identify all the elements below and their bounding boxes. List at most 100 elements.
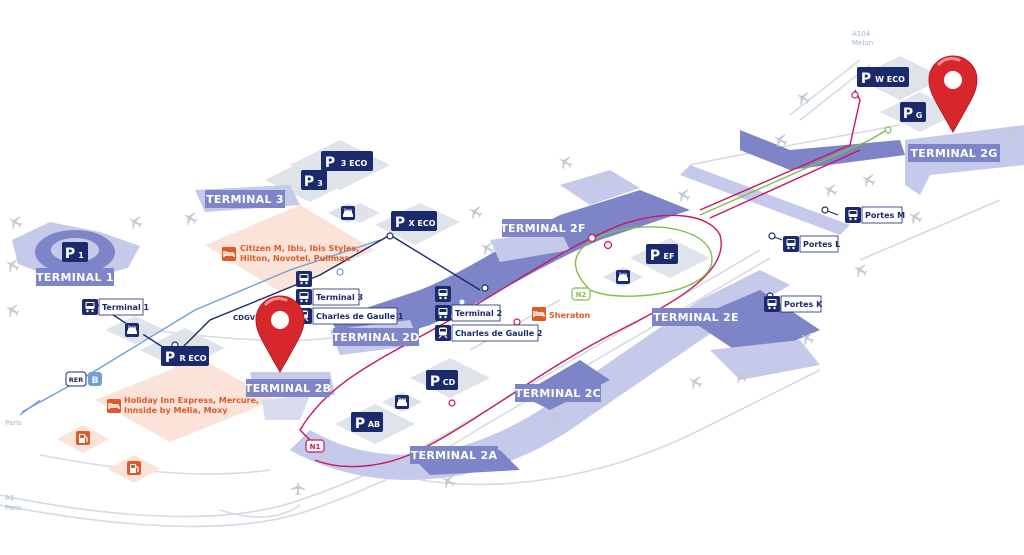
cdgval-line [89,234,481,356]
svg-text:P: P [165,350,175,366]
terminal-labels: TERMINAL 1 TERMINAL 3 TERMINAL 2F TERMIN… [36,144,1000,464]
svg-text:TERMINAL 2B: TERMINAL 2B [245,382,331,395]
hotel-icon [531,306,547,322]
svg-text:Portes L: Portes L [803,240,840,249]
svg-text:1: 1 [78,251,84,260]
stop-labels: Terminal 1 Terminal 3 Charles de Gaulle … [82,206,905,342]
stop-terminal-1: Terminal 1 [82,298,149,316]
svg-text:TERMINAL 2A: TERMINAL 2A [411,449,498,462]
svg-text:P: P [903,106,913,122]
hotel-label-group2: Holiday Inn Express, Mercure, Innside by… [106,396,259,415]
stop-portes-m: Portes M [845,206,905,224]
svg-text:Portes K: Portes K [784,300,823,309]
svg-text:Terminal 2: Terminal 2 [455,309,502,318]
svg-text:P: P [861,71,871,87]
n1-badge: N1 [305,439,325,453]
hotel-label-sheraton: Sheraton [531,306,591,322]
stop-portes-l: Portes L [783,235,840,253]
stop-cdg-1: Charles de Gaulle 1 [295,307,404,325]
hotel-icon [221,246,237,262]
road-label-melun: Melun [852,39,873,47]
stop-terminal-3: Terminal 3 [296,271,363,306]
hotel-label-group1: Citizen M, Ibis, Ibis Styles, Hilton, No… [221,244,359,263]
taxi-label: Taxis [343,208,353,212]
terminal-2g-label: TERMINAL 2G [908,144,1000,162]
rer-line [21,239,381,413]
taxi-label: Taxis [127,325,137,329]
road-label-a104: A104 [852,30,871,38]
svg-text:N1: N1 [310,443,321,451]
stop-portes-k: Portes K [764,295,823,313]
svg-text:Charles de Gaulle 1: Charles de Gaulle 1 [316,312,404,321]
n2-badge: N2 [571,287,591,301]
parking-pef: P EF [646,244,678,264]
svg-text:AB: AB [368,420,380,429]
terminal-2e-label: TERMINAL 2E [652,308,740,326]
parking-pr-eco: P R ECO [161,346,209,366]
svg-text:Sheraton: Sheraton [549,311,591,320]
svg-text:P: P [325,155,335,171]
svg-text:TERMINAL 2F: TERMINAL 2F [500,222,586,235]
svg-text:Terminal 3: Terminal 3 [316,293,363,302]
svg-text:G: G [916,111,923,120]
svg-text:TERMINAL 3: TERMINAL 3 [206,193,284,206]
terminal-2a-label: TERMINAL 2A [410,446,498,464]
svg-text:P: P [65,246,75,262]
parking-pw-eco: P W ECO [857,67,909,87]
svg-text:N2: N2 [576,291,587,299]
road-label-a1-paris: Paris [5,504,22,512]
cdgval-label: CDGV [233,314,256,322]
svg-text:B: B [92,376,99,386]
rer-b-badge: RER B [65,371,102,387]
svg-text:TERMINAL 2C: TERMINAL 2C [515,387,601,400]
svg-text:TERMINAL 2D: TERMINAL 2D [332,331,419,344]
parking-p3-eco: P 3 ECO [321,151,373,171]
svg-text:Hilton, Novotel, Pullman: Hilton, Novotel, Pullman [240,254,351,263]
svg-text:RER: RER [69,376,83,384]
svg-text:TERMINAL 1: TERMINAL 1 [36,271,114,284]
fuel-icons [56,424,161,484]
terminal-2b-label: TERMINAL 2B [245,379,331,397]
taxi-label: Taxis [618,272,628,276]
svg-text:TERMINAL 2E: TERMINAL 2E [653,311,739,324]
svg-text:EF: EF [664,252,675,261]
svg-text:P: P [355,416,365,432]
terminal-1-label: TERMINAL 1 [36,268,114,286]
map-pin-icon [254,294,306,374]
svg-text:Charles de Gaulle 2: Charles de Gaulle 2 [455,329,542,338]
road-label-paris: Paris [5,419,22,427]
svg-text:3 ECO: 3 ECO [341,159,368,168]
terminal-2d-label: TERMINAL 2D [332,328,419,346]
road-label-a1: A1 [5,494,14,502]
hotel-icon [106,398,122,414]
n2-shuttle-line [574,127,891,297]
svg-text:Holiday Inn Express, Mercure,: Holiday Inn Express, Mercure, [124,396,259,405]
svg-text:P: P [395,215,405,231]
svg-text:P: P [650,248,660,264]
terminal-3-label: TERMINAL 3 [205,190,285,208]
svg-text:Innside by Melia, Moxy: Innside by Melia, Moxy [124,406,228,415]
svg-text:P: P [304,174,314,190]
svg-text:Terminal 1: Terminal 1 [102,303,149,312]
svg-text:W ECO: W ECO [875,75,905,84]
terminal-2f-label: TERMINAL 2F [500,219,586,237]
svg-text:X ECO: X ECO [408,219,435,228]
svg-text:R ECO: R ECO [179,354,206,363]
hotel-zones [95,205,375,442]
terminal-2c-label: TERMINAL 2C [515,384,601,402]
taxi-label: Taxis [397,397,407,401]
svg-text:Citizen M, Ibis, Ibis Styles,: Citizen M, Ibis, Ibis Styles, [240,244,359,253]
svg-text:P: P [430,374,440,390]
svg-text:3: 3 [317,179,323,188]
svg-text:CD: CD [443,378,456,387]
stop-terminal-2: Terminal 2 [435,286,502,322]
svg-text:Portes M: Portes M [865,211,905,220]
